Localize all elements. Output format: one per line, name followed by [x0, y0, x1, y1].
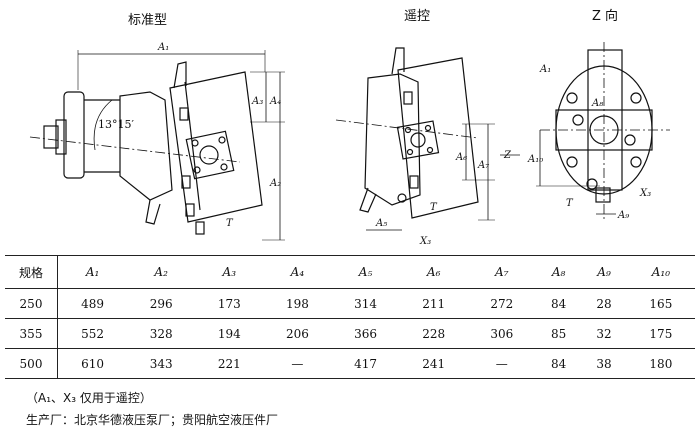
table-cell: 85 — [535, 318, 582, 349]
table-cell: 206 — [263, 318, 332, 349]
table-cell: — — [263, 348, 332, 379]
standard-pump-drawing — [29, 50, 285, 241]
table-cell: 84 — [535, 288, 582, 319]
angle-label: 13°15′ — [98, 118, 134, 131]
table-cell: 228 — [399, 318, 468, 349]
column-header: A₉ — [581, 255, 627, 289]
view-arrow-z: Z — [503, 150, 512, 161]
table-cell: 552 — [57, 318, 128, 349]
table-row: 500 610 343 221 — 417 241 — 84 38 180 — [5, 348, 695, 379]
manufacturer-note: 生产厂：北京华德液压泵厂；贵阳航空液压件厂 — [26, 413, 279, 427]
column-header: A₂ — [127, 255, 196, 289]
table-cell: 165 — [626, 288, 695, 319]
table-cell: 355 — [5, 318, 58, 349]
z-view-drawing — [536, 42, 670, 220]
table-row: 250 489 296 173 198 314 211 272 84 28 16… — [5, 288, 695, 319]
table-cell: 314 — [331, 288, 400, 319]
dim-label-a2: A₂ — [269, 178, 281, 189]
table-cell: 328 — [127, 318, 196, 349]
table-cell: 417 — [331, 348, 400, 379]
port-label-x3-z: X₃ — [639, 188, 651, 199]
column-header: A₈ — [535, 255, 582, 289]
table-cell: 489 — [57, 288, 128, 319]
table-cell: 38 — [581, 348, 627, 379]
column-header: A₅ — [331, 255, 400, 289]
column-header: A₆ — [399, 255, 468, 289]
dim-label-a4: A₄ — [269, 96, 281, 107]
dim-label-a9: A₉ — [617, 210, 629, 221]
column-header: A₇ — [467, 255, 536, 289]
dim-label-a6: A₆ — [455, 152, 467, 163]
dim-label-a1-z: A₁ — [539, 64, 551, 75]
table-cell: 306 — [467, 318, 536, 349]
table-cell: 175 — [626, 318, 695, 349]
table-cell: 250 — [5, 288, 58, 319]
table-cell: 194 — [195, 318, 264, 349]
table-cell: 32 — [581, 318, 627, 349]
table-cell: 272 — [467, 288, 536, 319]
port-label-t-remote: T — [430, 202, 438, 213]
dim-label-a5: A₅ — [375, 218, 387, 229]
column-header: A₃ — [195, 255, 264, 289]
column-header: 规格 — [5, 255, 58, 289]
column-header: A₁ — [57, 255, 128, 289]
port-label-t-z: T — [566, 198, 574, 209]
remark-note: （A₁、X₃ 仅用于遥控） — [26, 391, 152, 405]
table-row: 355 552 328 194 206 366 228 306 85 32 17… — [5, 318, 695, 349]
dim-label-a3: A₃ — [251, 96, 263, 107]
dim-label-a8: A₈ — [591, 98, 603, 109]
table-cell: 28 — [581, 288, 627, 319]
column-header: A₄ — [263, 255, 332, 289]
table-cell: 211 — [399, 288, 468, 319]
view-title-remote: 遥控 — [404, 9, 430, 24]
table-cell: 366 — [331, 318, 400, 349]
table-cell: 180 — [626, 348, 695, 379]
view-title-standard: 标准型 — [128, 13, 167, 28]
spec-table: 规格 A₁ A₂ A₃ A₄ A₅ A₆ A₇ A₈ A₉ A₁₀ 250 48… — [5, 255, 695, 379]
table-cell: 343 — [127, 348, 196, 379]
table-cell: 610 — [57, 348, 128, 379]
table-cell: 500 — [5, 348, 58, 379]
port-label-t-standard: T — [226, 218, 234, 229]
dim-label-a7: A₇ — [477, 160, 489, 171]
notes: （A₁、X₃ 仅用于遥控） 生产厂：北京华德液压泵厂；贵阳航空液压件厂 — [26, 387, 278, 431]
table-cell: — — [467, 348, 536, 379]
table-cell: 221 — [195, 348, 264, 379]
column-header: A₁₀ — [626, 255, 695, 289]
view-title-z: Z 向 — [592, 8, 618, 24]
table-cell: 241 — [399, 348, 468, 379]
table-cell: 173 — [195, 288, 264, 319]
technical-drawing: 标准型 遥控 Z 向 A₁ — [29, 8, 670, 247]
table-cell: 296 — [127, 288, 196, 319]
table-header-row: 规格 A₁ A₂ A₃ A₄ A₅ A₆ A₇ A₈ A₉ A₁₀ — [5, 255, 695, 289]
remote-pump-drawing — [335, 47, 520, 231]
dim-label-a10: A₁₀ — [527, 154, 543, 165]
table-cell: 198 — [263, 288, 332, 319]
table-cell: 84 — [535, 348, 582, 379]
port-label-x3-remote: X₃ — [419, 236, 431, 247]
dim-label-a1: A₁ — [157, 42, 169, 53]
